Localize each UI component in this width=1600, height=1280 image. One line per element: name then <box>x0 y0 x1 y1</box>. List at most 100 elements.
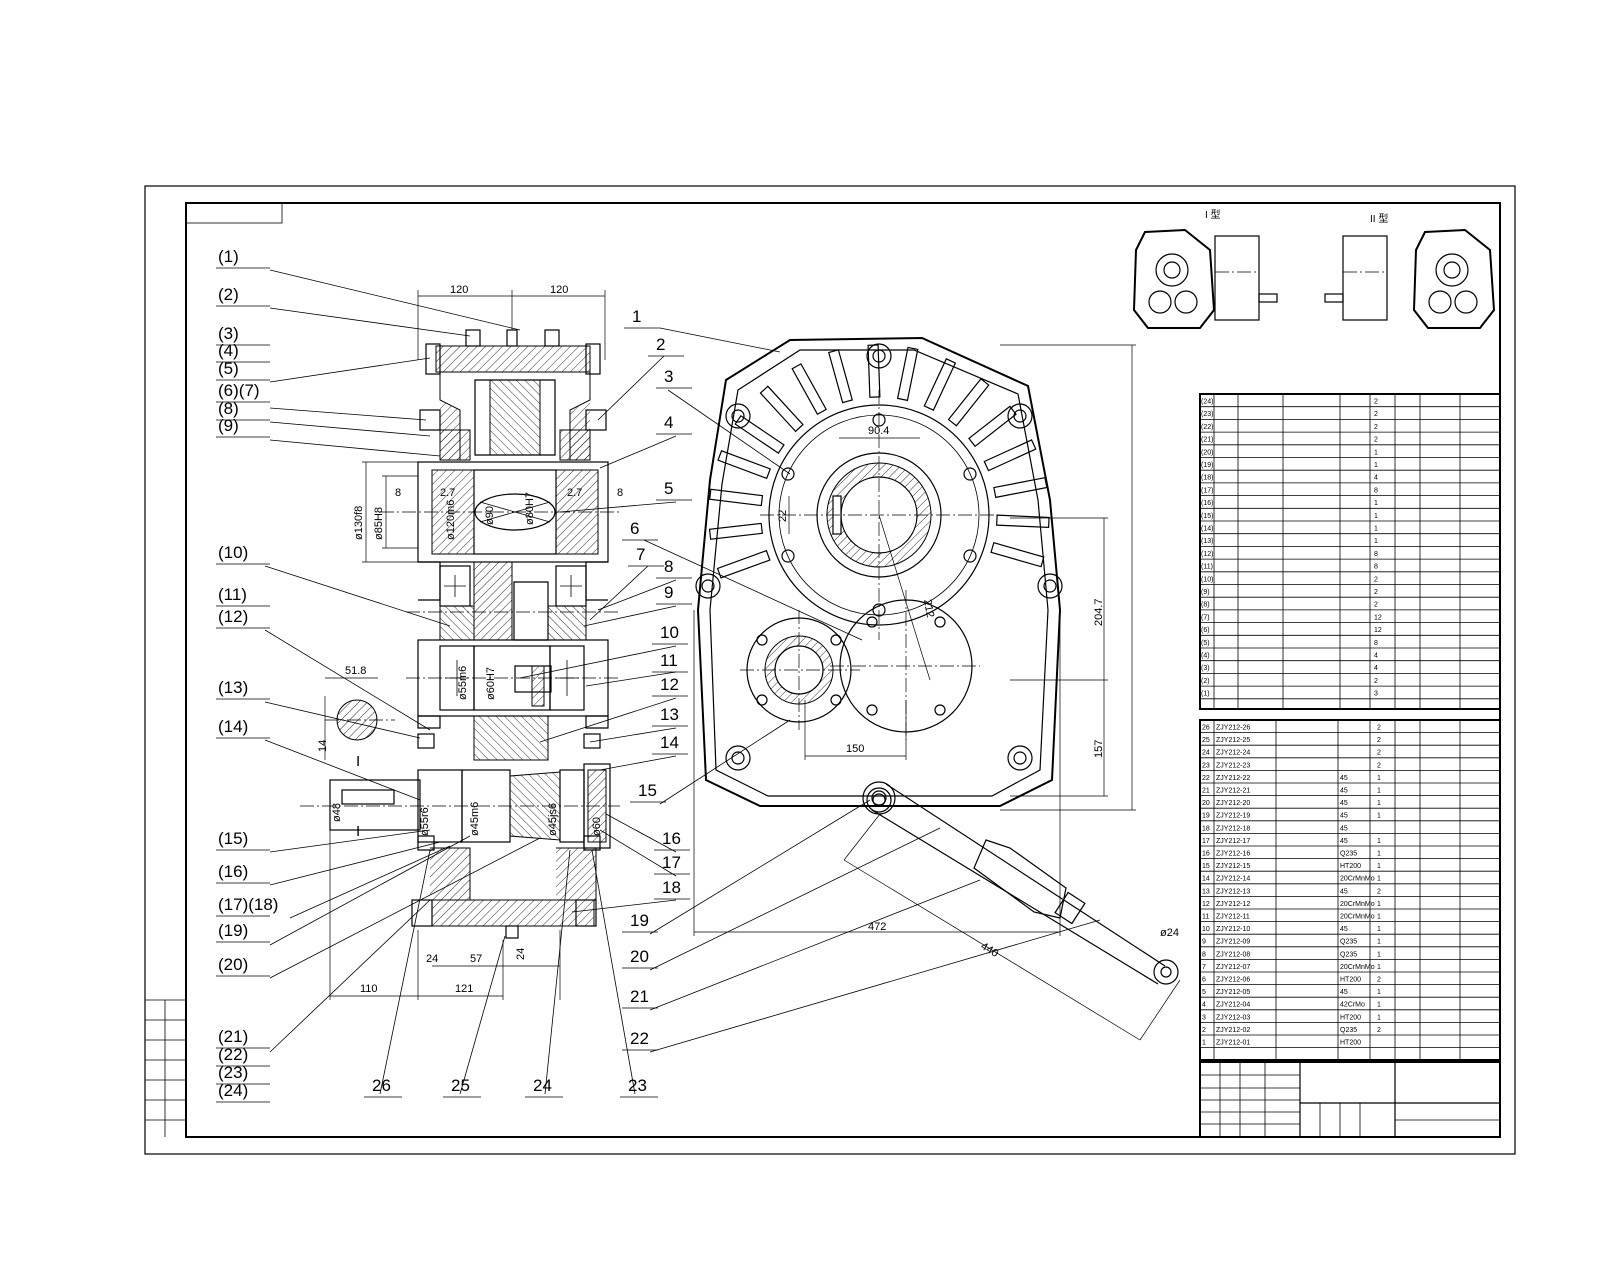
callout-right-3: 4 <box>664 413 673 432</box>
title-block <box>1199 1061 1501 1138</box>
lower-row-no: 21 <box>1202 788 1210 795</box>
type-ii-front-thumb <box>1412 228 1496 329</box>
callout-right-6: 7 <box>636 545 645 564</box>
callout-left-12: (14) <box>218 717 248 736</box>
callout-bottom-2: 24 <box>533 1076 552 1095</box>
bolt-boss <box>866 787 892 813</box>
callout-left-2: (3) <box>218 324 239 343</box>
callout-left-5: (6)(7) <box>218 381 260 400</box>
lower-row-code: ZJY212-03 <box>1216 1014 1250 1021</box>
lower-row-no: 24 <box>1202 750 1210 757</box>
upper-row-no: (10) <box>1201 576 1213 583</box>
callout-right-0: 1 <box>632 307 641 326</box>
upper-row-no: (11) <box>1201 564 1213 571</box>
upper-row-no: (22) <box>1201 424 1213 431</box>
type-ii-label: II 型 <box>1370 212 1388 225</box>
lower-row-code: ZJY212-15 <box>1216 863 1250 870</box>
callout-bottom-3: 23 <box>628 1076 647 1095</box>
type-ii-side-thumb <box>1342 235 1388 321</box>
lower-row-no: 1 <box>1202 1040 1206 1047</box>
upper-row-qty: 2 <box>1374 576 1378 583</box>
callout-right-12: 13 <box>660 705 679 724</box>
flange-bolt <box>756 694 768 706</box>
callout-left-9: (11) <box>218 585 247 604</box>
upper-row-qty: 1 <box>1374 449 1378 456</box>
lower-row-qty: 2 <box>1377 762 1381 769</box>
upper-row-no: (5) <box>1201 640 1210 647</box>
upper-row-qty: 2 <box>1374 411 1378 418</box>
lower-row-no: 13 <box>1202 888 1210 895</box>
front-view: 90.4 22 212 204.7 157 150 472 ø24 <box>693 336 1181 1041</box>
shaft-dim-3: ø80H7 <box>524 492 536 525</box>
dim-51-8: 51.8 <box>345 665 366 677</box>
lower-row-no: 12 <box>1202 901 1210 908</box>
upper-row-qty: 8 <box>1374 564 1378 571</box>
lower-row-no: 10 <box>1202 926 1210 933</box>
dim-120-right: 120 <box>550 284 568 296</box>
lower-row-code: ZJY212-13 <box>1216 888 1250 895</box>
lower-row-code: ZJY212-26 <box>1216 725 1250 732</box>
lower-row-no: 14 <box>1202 876 1210 883</box>
lower-row-material: HT200 <box>1340 1040 1361 1047</box>
shaft-dim-7: ø45m6 <box>469 802 481 836</box>
lower-row-qty: 2 <box>1377 888 1381 895</box>
lower-row-no: 17 <box>1202 838 1210 845</box>
flange-bolt <box>934 616 946 628</box>
dim-diam-48: ø48 <box>331 803 343 822</box>
upper-row-no: (24) <box>1201 399 1213 406</box>
bolt-boss <box>725 403 751 429</box>
lower-row-qty: 2 <box>1377 750 1381 757</box>
callout-left-18: (21) <box>218 1027 248 1046</box>
callout-left-7: (9) <box>218 416 239 435</box>
housing-rib <box>759 385 804 433</box>
lower-row-qty: 2 <box>1377 737 1381 744</box>
housing-rib <box>828 349 854 404</box>
lower-row-material: 20CrMnMo <box>1340 964 1375 971</box>
lower-row-material: 20CrMnMo <box>1340 901 1375 908</box>
housing-rib <box>923 358 957 411</box>
lower-row-code: ZJY212-05 <box>1216 989 1250 996</box>
lower-row-no: 18 <box>1202 825 1210 832</box>
section-mark-i-top: I <box>356 753 360 770</box>
callout-left-11: (13) <box>218 678 248 697</box>
lower-row-no: 3 <box>1202 1014 1206 1021</box>
housing-rib <box>996 514 1050 529</box>
upper-row-qty: 4 <box>1374 475 1378 482</box>
lower-row-no: 8 <box>1202 951 1206 958</box>
bolt-boss <box>1007 403 1033 429</box>
lower-row-no: 4 <box>1202 1002 1206 1009</box>
dim-157: 157 <box>1093 740 1105 758</box>
lower-row-code: ZJY212-02 <box>1216 1027 1250 1034</box>
lower-row-no: 20 <box>1202 800 1210 807</box>
callout-right-18: 19 <box>630 911 649 930</box>
lower-row-material: 45 <box>1340 989 1348 996</box>
lower-row-qty: 1 <box>1377 800 1381 807</box>
callout-left-21: (24) <box>218 1081 248 1100</box>
flange-bolt <box>872 603 886 617</box>
callout-right-4: 5 <box>664 479 673 498</box>
dim-150: 150 <box>846 743 864 755</box>
upper-row-no: (13) <box>1201 538 1213 545</box>
lower-row-material: HT200 <box>1340 977 1361 984</box>
upper-row-no: (23) <box>1201 411 1213 418</box>
lower-row-qty: 1 <box>1377 813 1381 820</box>
lower-row-qty: 1 <box>1377 901 1381 908</box>
upper-row-qty: 4 <box>1374 653 1378 660</box>
shaft-dim-6: ø55r6 <box>419 807 431 836</box>
lower-row-qty: 1 <box>1377 851 1381 858</box>
lower-row-code: ZJY212-23 <box>1216 762 1250 769</box>
bolt-hole <box>731 409 745 423</box>
callout-right-9: 10 <box>660 623 679 642</box>
type-i-side-thumb <box>1214 235 1260 321</box>
lower-row-code: ZJY212-14 <box>1216 876 1250 883</box>
upper-row-qty: 2 <box>1374 602 1378 609</box>
lower-row-qty: 1 <box>1377 939 1381 946</box>
lower-row-material: 45 <box>1340 888 1348 895</box>
lower-row-material: 45 <box>1340 775 1348 782</box>
lower-row-code: ZJY212-25 <box>1216 737 1250 744</box>
callout-bottom-0: 26 <box>372 1076 391 1095</box>
callout-left-1: (2) <box>218 285 239 304</box>
upper-row-no: (4) <box>1201 653 1210 660</box>
callout-right-17: 18 <box>662 878 681 897</box>
